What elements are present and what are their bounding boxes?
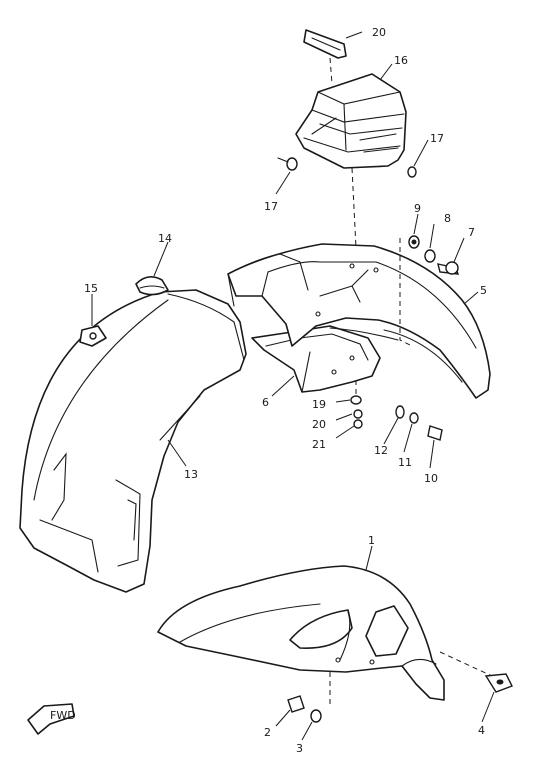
bolt-part-19	[350, 395, 362, 405]
clip-nut-part-15	[79, 325, 107, 347]
callout-11: 11	[398, 456, 412, 469]
callout-2: 2	[264, 726, 271, 739]
bolt-part-7	[437, 261, 460, 275]
front-fender-part-1	[157, 565, 445, 701]
washer-part-3	[310, 709, 322, 723]
callout-17-left: 17	[264, 200, 278, 213]
washer-part-12	[395, 405, 405, 419]
callout-9: 9	[414, 202, 421, 215]
washer-part-8	[424, 249, 436, 263]
washer-part-20	[353, 409, 363, 419]
callout-12: 12	[374, 444, 388, 457]
inner-mudguard-part-6	[251, 325, 381, 393]
callout-numbers: 20 16 17 17 9 8 7 5 14 15 6 13 19 20 21 …	[84, 26, 487, 755]
leader-lines	[91, 31, 495, 741]
callout-5: 5	[480, 284, 487, 297]
callout-3: 3	[296, 742, 303, 755]
nut-part-21	[353, 419, 363, 429]
callout-17-right: 17	[430, 132, 444, 145]
callout-13: 13	[184, 468, 198, 481]
tail-light-housing	[295, 73, 407, 169]
bolt-part-10	[427, 425, 443, 441]
callout-4: 4	[478, 724, 485, 737]
callout-10: 10	[424, 472, 438, 485]
bolt-part-17-right	[407, 166, 417, 178]
rear-fender-part-5	[227, 243, 491, 399]
bracket-part	[303, 29, 347, 59]
callout-20: 20	[312, 418, 326, 431]
inner-rear-fender	[19, 289, 247, 593]
fwd-label: FWD	[50, 709, 76, 722]
callout-14: 14	[158, 232, 172, 245]
callout-1: 1	[368, 534, 375, 547]
callout-8: 8	[444, 212, 451, 225]
bolt-part-4	[484, 673, 513, 693]
washer-part-9	[408, 235, 420, 249]
callout-15: 15	[84, 282, 98, 295]
bolt-part-17-left	[277, 157, 298, 171]
callout-19: 19	[312, 398, 326, 411]
callout-18: 20	[372, 26, 386, 39]
washer-part-11	[409, 412, 419, 424]
grommet-part-14	[135, 276, 169, 296]
callout-7: 7	[468, 226, 475, 239]
fwd-direction-marker: FWD	[27, 703, 76, 735]
callout-6: 6	[262, 396, 269, 409]
bolt-part-2	[287, 695, 305, 713]
callout-21: 21	[312, 438, 326, 451]
callout-16: 16	[394, 54, 408, 67]
